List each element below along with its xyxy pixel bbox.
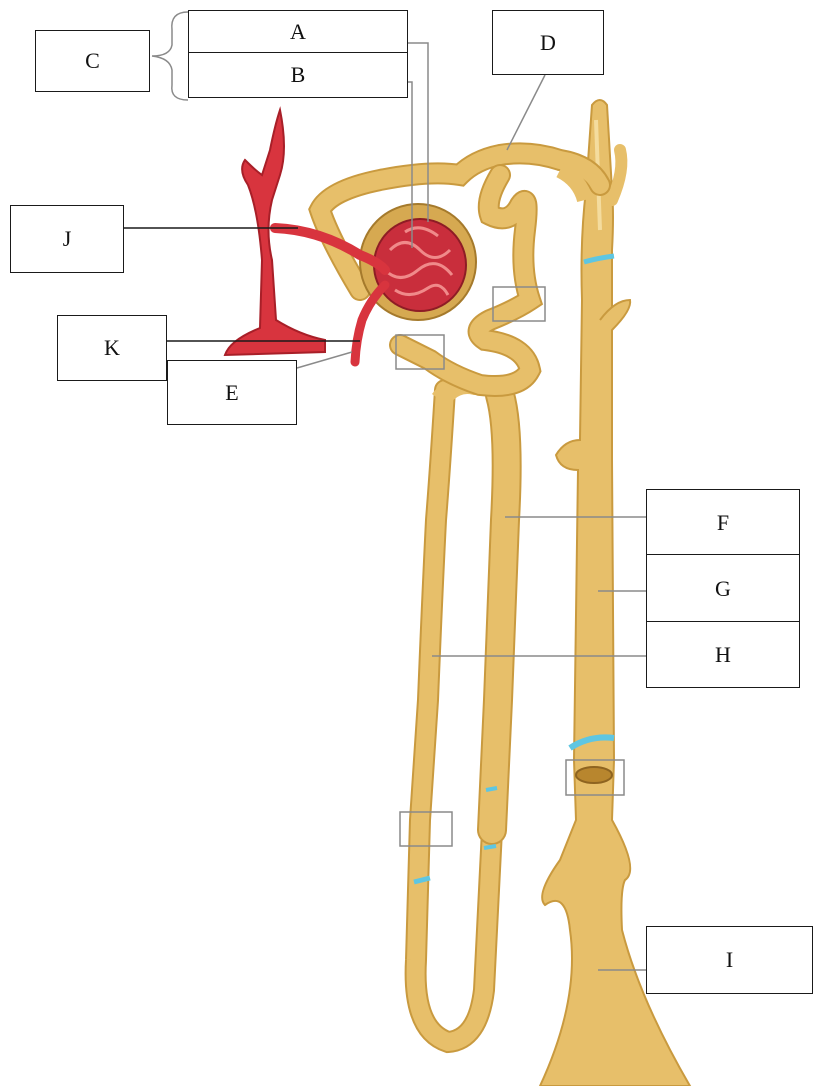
label-box-F[interactable]: F [646,489,800,556]
duct-top-branch [612,150,621,200]
label-E: E [225,380,238,406]
label-C: C [85,48,100,74]
leader-E [297,352,352,368]
label-I: I [726,947,733,973]
label-D: D [540,30,556,56]
label-box-H[interactable]: H [646,621,800,688]
blood-vessels [225,110,385,362]
label-box-C[interactable]: C [35,30,150,92]
label-H: H [715,642,731,668]
brace-C [152,12,188,100]
label-box-D[interactable]: D [492,10,604,75]
label-box-B[interactable]: B [188,52,408,98]
label-box-A[interactable]: A [188,10,408,54]
label-F: F [717,510,729,536]
label-box-E[interactable]: E [167,360,297,425]
ascending-limb [492,395,507,830]
label-box-K[interactable]: K [57,315,167,381]
glomerulus [374,219,466,311]
label-J: J [63,226,72,252]
label-box-G[interactable]: G [646,554,800,623]
label-box-I[interactable]: I [646,926,813,994]
label-B: B [291,62,306,88]
leader-A [407,43,428,222]
duct-cross-section [576,767,612,783]
leader-D [507,75,545,150]
limb-band-1 [486,788,497,790]
label-box-J[interactable]: J [10,205,124,273]
label-K: K [104,335,120,361]
limb-band-2 [484,846,496,848]
label-G: G [715,576,731,602]
label-A: A [290,19,306,45]
loop-of-henle [414,384,507,1045]
